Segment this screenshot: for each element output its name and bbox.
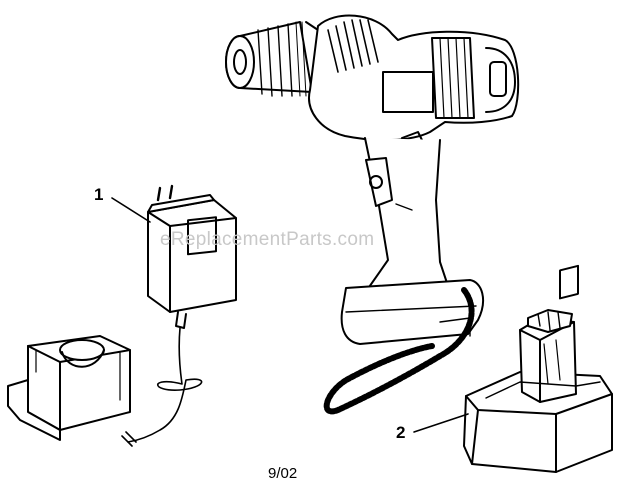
charger-base [7, 335, 131, 441]
clutch-collar [431, 37, 475, 119]
drill-chuck [225, 21, 323, 97]
label-plate [382, 71, 434, 113]
leader-line-2 [413, 413, 469, 433]
watermark-text: eReplacementParts.com [160, 229, 375, 250]
rear-cap [485, 47, 516, 113]
drill-body [308, 14, 520, 142]
power-cord [127, 327, 203, 443]
charger-adapter [147, 184, 237, 329]
wrist-strap [323, 287, 475, 415]
drill-trigger [365, 157, 393, 207]
battery-pack [463, 264, 613, 473]
callout-number-2: 2 [396, 423, 406, 442]
adapter-label [187, 216, 217, 256]
leader-line-1 [111, 197, 151, 223]
cordless-drill [225, 14, 520, 415]
callout-number-1: 1 [94, 185, 104, 204]
date-code: 9/02 [268, 465, 298, 482]
vent-slots [327, 19, 379, 73]
